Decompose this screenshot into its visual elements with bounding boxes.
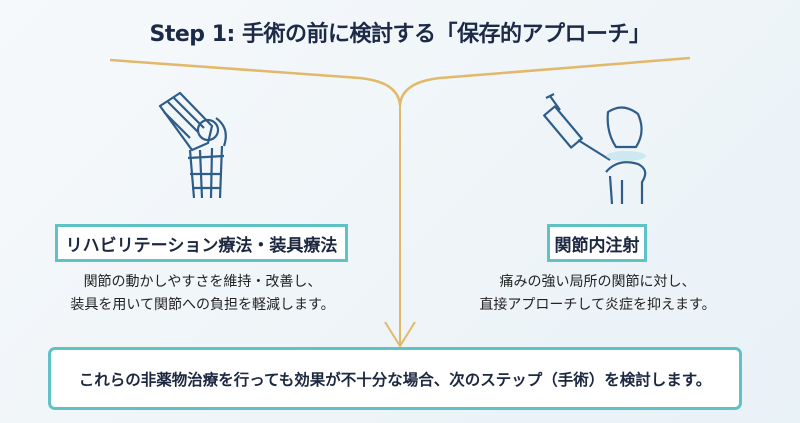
joint-injection-icon (543, 93, 647, 205)
left-label: リハビリテーション療法・装具療法 (55, 224, 348, 262)
right-desc-line: 痛みの強い局所の関節に対し、 (499, 274, 696, 290)
arrow-head-icon (384, 321, 416, 348)
conclusion-text: これらの非薬物治療を行っても効果が不十分な場合、次のステップ（手術）を検討します… (78, 370, 712, 389)
knee-brace-icon (158, 91, 227, 199)
left-desc-line: 装具を用いて関節への負担を軽減します。 (70, 297, 335, 313)
left-description: 関節の動かしやすさを維持・改善し、 装具を用いて関節への負担を軽減します。 (40, 271, 365, 317)
conclusion-box: これらの非薬物治療を行っても効果が不十分な場合、次のステップ（手術）を検討します… (48, 347, 742, 410)
right-label: 関節内注射 (547, 224, 647, 262)
left-desc-line: 関節の動かしやすさを維持・改善し、 (83, 274, 322, 290)
right-description: 痛みの強い局所の関節に対し、 直接アプローチして炎症を抑えます。 (440, 271, 755, 317)
right-desc-line: 直接アプローチして炎症を抑えます。 (479, 297, 716, 313)
page-title: Step 1: 手術の前に検討する「保存的アプローチ」 (149, 22, 651, 47)
